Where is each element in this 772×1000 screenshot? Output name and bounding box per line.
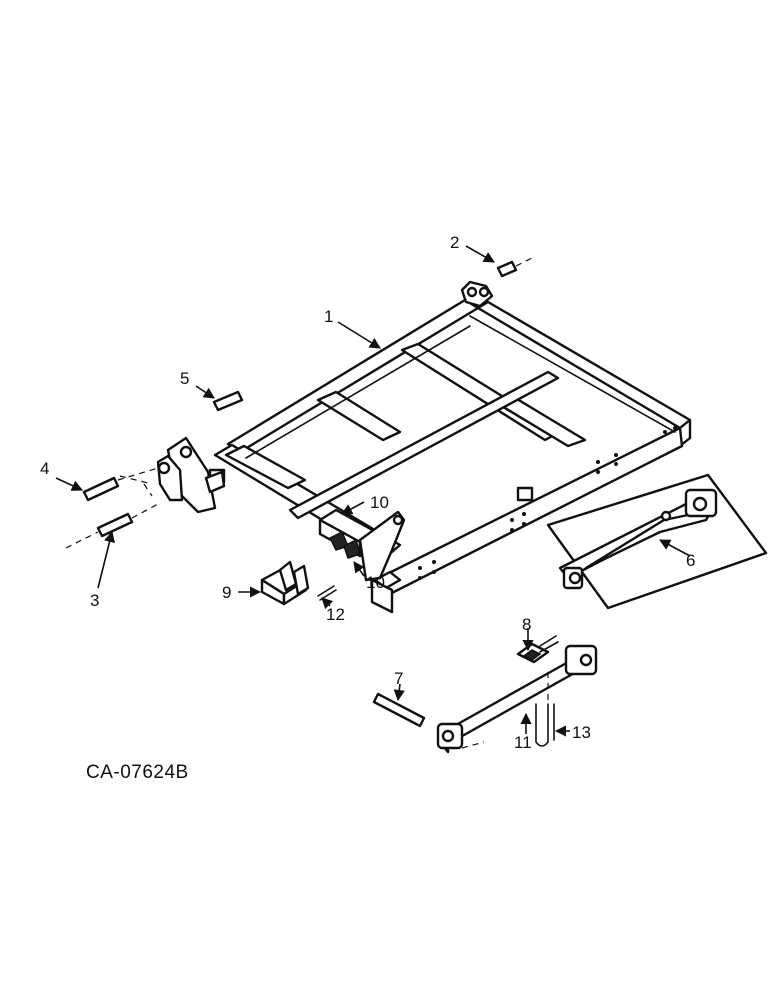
callout-12: 12 [326, 605, 345, 624]
callout-5: 5 [180, 369, 189, 388]
callout-6: 6 [686, 551, 695, 570]
callout-4: 4 [40, 459, 49, 478]
callout-13: 13 [572, 723, 591, 742]
pin-5 [212, 390, 244, 412]
callout-11: 11 [514, 733, 532, 752]
pin-2 [496, 257, 533, 278]
callout-9: 9 [222, 583, 231, 602]
callout-7: 7 [394, 669, 403, 688]
inset-part-6 [546, 473, 768, 610]
callout-8: 8 [522, 615, 531, 634]
main-frame [208, 298, 692, 614]
square-tube-bracket [318, 508, 406, 582]
callout-leaders [55, 245, 691, 737]
callout-1: 1 [324, 307, 333, 326]
callout-10-upper: 10 [370, 493, 389, 512]
callout-10-lower: 10 [366, 573, 385, 592]
pin-3 [65, 503, 159, 549]
left-hitch-plates [156, 436, 226, 514]
part-9-bracket [260, 560, 310, 606]
callout-labels: 1 2 3 4 5 6 7 8 9 10 10 11 12 13 [40, 233, 695, 752]
callout-3: 3 [90, 591, 99, 610]
lower-bar-assembly [372, 635, 598, 754]
pin-4 [82, 467, 159, 502]
part-12-bolt [317, 585, 337, 601]
rear-hitch-bracket [460, 280, 494, 308]
callout-2: 2 [450, 233, 459, 252]
drawing-code: CA-07624B [86, 762, 189, 783]
